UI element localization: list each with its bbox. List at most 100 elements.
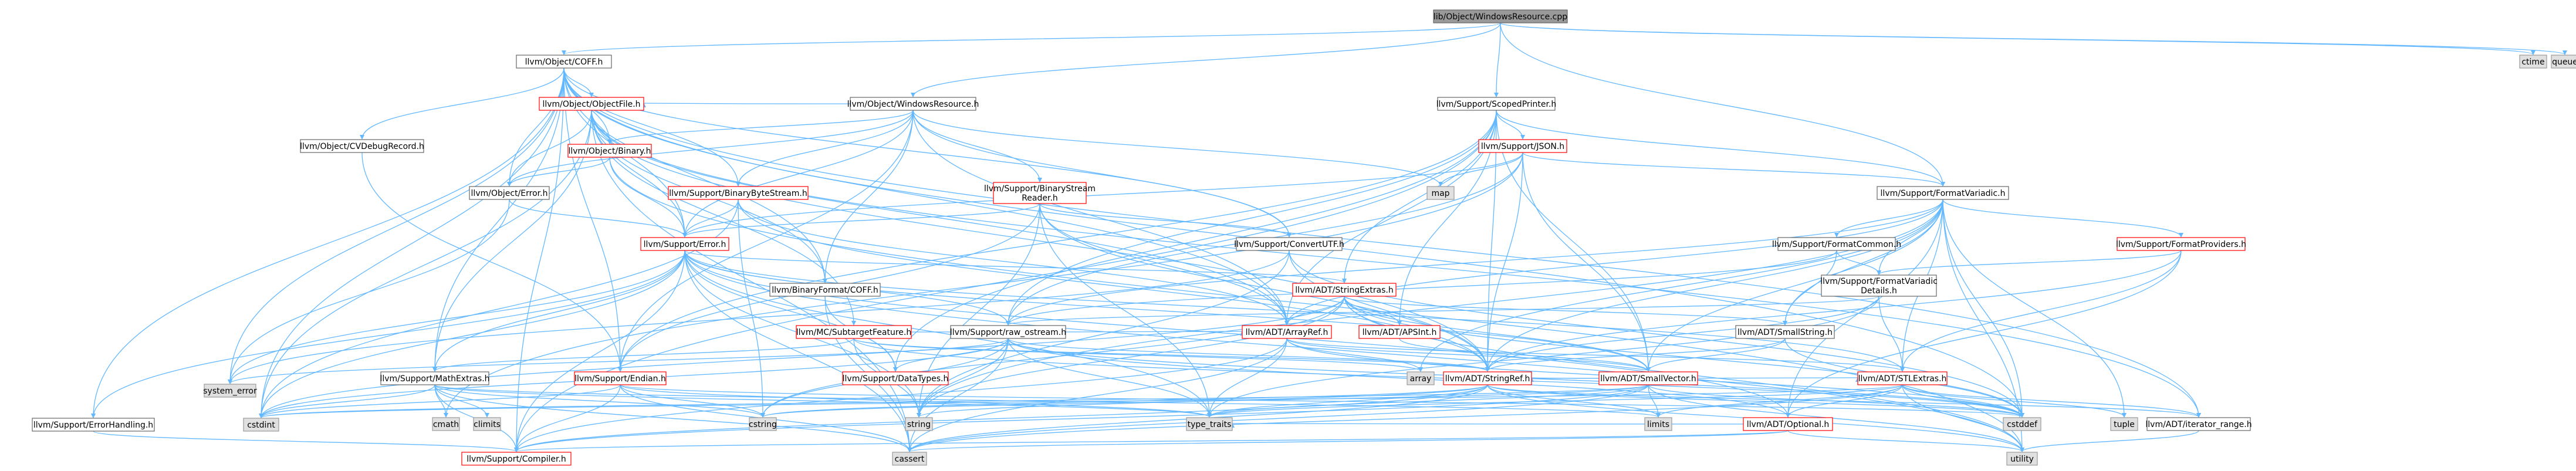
edge-error-to-typetraits	[684, 250, 1212, 418]
node-label: llvm/Support/Endian.h	[574, 374, 666, 384]
node-compiler[interactable]: llvm/Support/Compiler.h	[461, 452, 572, 466]
node-utility: utility	[2006, 452, 2038, 466]
node-label: Details.h	[1861, 286, 1897, 296]
node-box	[668, 186, 809, 200]
node-converterutf[interactable]: llvm/Support/ConvertUTF.h	[1234, 237, 1344, 251]
edge-binary-to-error	[609, 157, 687, 238]
node-box	[850, 97, 976, 111]
node-label: ctime	[2521, 57, 2544, 67]
node-ctime: ctime	[2519, 55, 2547, 69]
edge-endian-to-cstring	[620, 384, 765, 418]
edge-error-to-cassert	[684, 250, 912, 452]
node-arrayref[interactable]: llvm/ADT/ArrayRef.h	[1242, 325, 1332, 339]
nodes-layer: lib/Object/WindowsResource.cppllvm/Objec…	[32, 9, 2576, 466]
edge-winres-to-objerror	[507, 110, 914, 187]
node-formatvariadic[interactable]: llvm/Support/FormatVariadic.h	[1877, 186, 2009, 200]
node-label: llvm/ADT/StringRef.h	[1445, 374, 1530, 384]
node-scopedprinter[interactable]: llvm/Support/ScopedPrinter.h	[1436, 97, 1557, 111]
edge-stlextras-to-cstddef	[1902, 384, 2024, 418]
node-endian[interactable]: llvm/Support/Endian.h	[574, 371, 667, 385]
edge-formatvariadic-to-rawostream	[1006, 199, 1943, 326]
edge-endian-to-cstddef	[620, 384, 2024, 418]
node-box	[1433, 9, 1568, 23]
node-label: llvm/ADT/Optional.h	[1747, 420, 1830, 429]
node-box	[574, 371, 667, 385]
edge-arrayref-to-stlextras	[1286, 338, 1905, 372]
edge-mathextras-to-cstdint	[259, 384, 435, 418]
node-apsint[interactable]: llvm/ADT/APSInt.h	[1358, 325, 1441, 339]
node-label: llvm/Object/ObjectFile.h	[542, 100, 640, 109]
node-winres[interactable]: llvm/Object/WindowsResource.h	[847, 97, 979, 111]
edge-smallvector-to-utility	[1648, 384, 2024, 452]
node-label: Reader.h	[1022, 194, 1058, 203]
node-box	[640, 237, 729, 251]
node-box	[300, 139, 424, 153]
edge-error-to-compiler	[514, 250, 685, 452]
node-binbytestream[interactable]: llvm/Support/BinaryByteStream.h	[668, 186, 809, 200]
edge-json-to-formatvariadic	[1522, 152, 1945, 187]
node-label: queue	[2552, 57, 2576, 67]
edge-stringextras-to-apsint	[1344, 296, 1402, 326]
edge-smallvector-to-cstring	[760, 384, 1649, 418]
edge-binary-to-objerror	[507, 157, 610, 187]
node-cvdebug[interactable]: llvm/Object/CVDebugRecord.h	[300, 139, 424, 153]
edge-objerror-to-systemerror	[228, 199, 510, 384]
edge-root-to-coff	[562, 22, 1501, 55]
node-datatypes[interactable]: llvm/Support/DataTypes.h	[842, 371, 949, 385]
edge-formatvariadicdetails-to-rawostream	[1006, 296, 1879, 326]
node-box	[516, 55, 612, 69]
edge-rawostream-to-optional	[1008, 338, 1790, 418]
edge-endian-to-cstdint	[259, 384, 621, 418]
node-label: cassert	[895, 455, 925, 464]
node-box	[1644, 417, 1672, 431]
node-smallvector[interactable]: llvm/ADT/SmallVector.h	[1598, 371, 1698, 385]
edge-rawostream-to-cassert	[907, 338, 1009, 452]
node-formatcommon[interactable]: llvm/Support/FormatCommon.h	[1772, 237, 1901, 251]
edge-errorhandling-to-compiler	[93, 431, 519, 452]
node-coff[interactable]: llvm/Object/COFF.h	[516, 55, 612, 69]
node-bincoff[interactable]: llvm/BinaryFormat/COFF.h	[769, 283, 881, 297]
node-smallstring[interactable]: llvm/ADT/SmallString.h	[1735, 325, 1835, 339]
edge-winres-to-objectfile	[643, 103, 851, 108]
node-box	[1426, 186, 1455, 200]
node-objectfile[interactable]: llvm/Object/ObjectFile.h	[539, 97, 644, 111]
edge-coff-to-systemerror	[228, 67, 564, 384]
node-error[interactable]: llvm/Support/Error.h	[640, 237, 729, 251]
node-box	[1857, 371, 1948, 385]
node-iteratorrange[interactable]: llvm/ADT/iterator_range.h	[2145, 417, 2252, 431]
node-stringref[interactable]: llvm/ADT/StringRef.h	[1443, 371, 1532, 385]
node-rawostream[interactable]: llvm/Support/raw_ostream.h	[950, 325, 1066, 339]
node-stringextras[interactable]: llvm/ADT/StringExtras.h	[1292, 283, 1397, 297]
node-box	[842, 371, 949, 385]
edge-formatcommon-to-rawostream	[1006, 250, 1837, 326]
node-json[interactable]: llvm/Support/JSON.h	[1478, 139, 1567, 153]
node-objerror[interactable]: llvm/Object/Error.h	[469, 186, 550, 200]
node-binary[interactable]: llvm/Object/Binary.h	[567, 144, 652, 158]
node-mathextras[interactable]: llvm/Support/MathExtras.h	[380, 371, 490, 385]
edge-objectfile-to-iteratorrange	[591, 110, 2201, 418]
node-cstddef: cstddef	[2003, 417, 2041, 431]
node-label: llvm/BinaryFormat/COFF.h	[772, 286, 878, 295]
edge-converterutf-to-systemerror	[228, 250, 1290, 384]
edge-scopedprinter-to-smallvector	[1496, 110, 1651, 372]
edge-formatvariadicdetails-to-stlextras	[1878, 296, 1905, 372]
edge-mathextras-to-climits	[434, 384, 489, 418]
node-stlextras[interactable]: llvm/ADT/STLExtras.h	[1857, 371, 1948, 385]
edge-stringextras-to-cstddef	[1344, 296, 2024, 418]
node-label: limits	[1647, 420, 1669, 429]
node-optional[interactable]: llvm/ADT/Optional.h	[1743, 417, 1833, 431]
edge-arrayref-to-smallvector	[1286, 338, 1651, 372]
edge-error-to-cstdint	[259, 250, 685, 418]
node-box	[1236, 237, 1343, 251]
node-formatproviders[interactable]: llvm/Support/FormatProviders.h	[2116, 237, 2246, 251]
node-label: llvm/Support/FormatVariadic	[1820, 277, 1938, 286]
node-tuple: tuple	[2110, 417, 2138, 431]
edge-objectfile-to-mathextras	[432, 110, 592, 372]
node-errorhandling[interactable]: llvm/Support/ErrorHandling.h	[32, 418, 155, 432]
node-label: llvm/Support/ConvertUTF.h	[1234, 240, 1344, 249]
node-subtarget[interactable]: llvm/MC/SubtargetFeature.h	[796, 325, 912, 339]
node-label: cstdint	[247, 421, 275, 430]
